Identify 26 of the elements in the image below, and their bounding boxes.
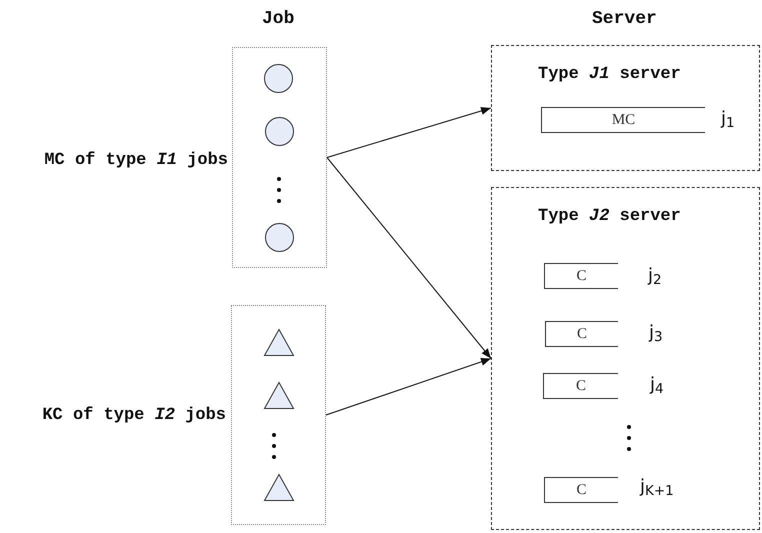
server-group-box bbox=[491, 187, 760, 530]
job-group-box bbox=[232, 47, 327, 268]
server-index-label: j$_{3}$ bbox=[649, 321, 664, 346]
server-index-label: j$_{4}$ bbox=[650, 373, 665, 398]
job-triangle bbox=[264, 329, 294, 356]
arrow bbox=[326, 157, 492, 359]
server-slot-bar: C bbox=[545, 321, 618, 347]
job-type-label: MC of type I1 jobs bbox=[43, 150, 228, 172]
job-group-box bbox=[231, 305, 326, 525]
server-title: Type J2 server bbox=[538, 206, 681, 228]
server-slot-bar: C bbox=[544, 263, 618, 289]
server-index-label: j$_{2}$ bbox=[648, 264, 663, 289]
server-index-label: j$_{K+1}$ bbox=[640, 475, 675, 500]
job-triangle bbox=[264, 382, 294, 409]
arrow bbox=[326, 107, 492, 158]
column-heading: Server bbox=[592, 8, 657, 31]
column-heading: Job bbox=[262, 8, 294, 31]
job-type-label: KC of type I2 jobs bbox=[41, 405, 226, 427]
server-index-label: j$_{1}$ bbox=[721, 107, 736, 132]
server-slot-bar: MC bbox=[541, 107, 705, 133]
arrow bbox=[326, 358, 492, 416]
server-slot-bar: C bbox=[543, 373, 618, 399]
server-title: Type J1 server bbox=[538, 64, 681, 86]
server-slot-bar: C bbox=[544, 477, 618, 503]
job-triangle bbox=[264, 474, 294, 501]
server-group-box bbox=[491, 45, 760, 171]
